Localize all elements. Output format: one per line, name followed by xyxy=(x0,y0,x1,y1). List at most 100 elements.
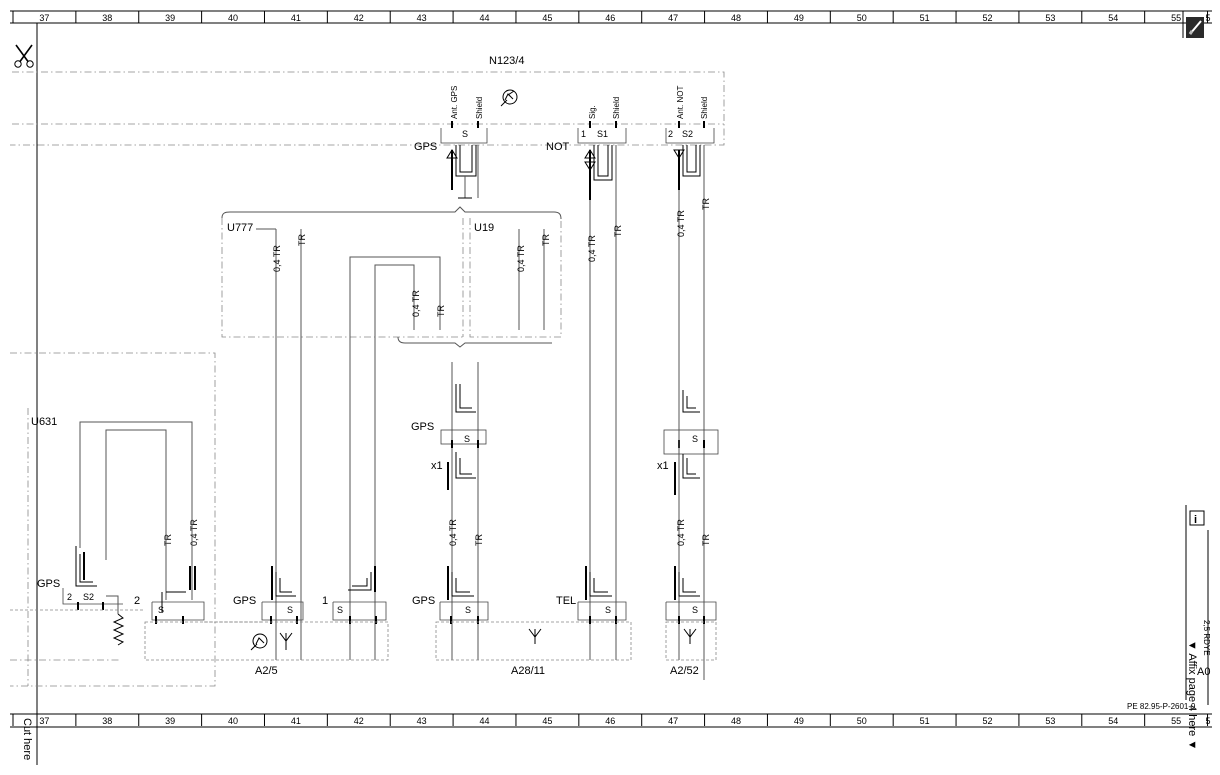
info-icon[interactable]: i xyxy=(1189,510,1205,526)
wire-label: 0,4 TR xyxy=(587,235,597,262)
x1-gps-x1: x1 xyxy=(431,460,443,472)
ruler-column-number: 50 xyxy=(857,716,867,726)
ruler-column-number: 46 xyxy=(605,13,615,23)
conn-1-label: 1 xyxy=(322,595,328,607)
ruler-column-number: 41 xyxy=(291,716,301,726)
conn-2-label: 2 xyxy=(134,595,140,607)
ruler-column-number: 54 xyxy=(1108,716,1118,726)
wire-label: TR xyxy=(613,225,623,237)
wire-label: 0,4 TR xyxy=(676,519,686,546)
gps-receiver-icon xyxy=(250,633,268,651)
ruler-column-number: 43 xyxy=(417,716,427,726)
u631-pin-2: 2 xyxy=(67,592,72,602)
pin-shield-3: Shield xyxy=(700,97,709,119)
gps-receiver-icon xyxy=(500,89,518,107)
n123-pin-stubs xyxy=(451,121,705,128)
ruler-column-number: 37 xyxy=(39,13,49,23)
ruler-column-number: 48 xyxy=(731,716,741,726)
ruler-column-number: 41 xyxy=(291,13,301,23)
conn-2-s: S xyxy=(158,605,164,615)
wire-label: 0,4 TR xyxy=(411,290,421,317)
wire-label: TR xyxy=(297,234,307,246)
antenna-icon xyxy=(279,628,697,650)
tel-s: S xyxy=(605,605,611,615)
n123-label: N123/4 xyxy=(489,55,524,67)
ruler-column-number: 37 xyxy=(39,716,49,726)
pin-ant-not: Ant. NOT xyxy=(676,86,685,119)
ruler-column-number: 45 xyxy=(542,13,552,23)
n123-pin-headers: Ant. GPS Shield Sig. Shield Ant. NOT Shi… xyxy=(450,86,709,119)
ruler-column-number: 39 xyxy=(165,13,175,23)
n123-not-port-label: NOT xyxy=(546,141,570,153)
ruler-column-number: 54 xyxy=(1108,13,1118,23)
u777-u19-bracket-bottom xyxy=(397,336,552,348)
x1-coupler-a2-52: S x1 xyxy=(657,380,719,660)
ruler-column-number: 44 xyxy=(480,13,490,23)
a28-11-box xyxy=(435,621,632,661)
bottom-connectors: 2 S GPS S 1 S GPS S TEL xyxy=(134,566,717,624)
rdye-wire-label: 2,5 RDYE xyxy=(1202,620,1211,656)
ruler-column-number: 5 xyxy=(1205,13,1210,23)
svg-text:i: i xyxy=(1194,514,1197,526)
u631-wiring: GPS 2 S2 xyxy=(37,421,193,646)
wire-labels-upper: 0,4 TR TR 0,4 TR TR 0,4 TR TR 0,4 TR TR … xyxy=(272,198,711,317)
a2-5-box xyxy=(144,621,389,661)
scissors-icon xyxy=(14,44,34,68)
u777-outline xyxy=(221,218,463,338)
n123-coax-not xyxy=(584,145,617,660)
x1-coupler-gps: GPS S x1 xyxy=(411,362,487,660)
ruler-column-number: 50 xyxy=(857,13,867,23)
pin-shield-1: Shield xyxy=(475,97,484,119)
affix-page-note: ▼ Affix page 4 here ▼ xyxy=(1186,640,1198,750)
a2811-gps-label: GPS xyxy=(412,595,435,607)
x1-gps-label: GPS xyxy=(411,421,434,433)
ruler-column-number: 52 xyxy=(982,716,992,726)
u777-label: U777 xyxy=(227,222,253,234)
conn-1-s: S xyxy=(337,605,343,615)
ruler-column-number: 55 xyxy=(1171,13,1181,23)
wire-label: 0,4 TR xyxy=(676,210,686,237)
pen-icon xyxy=(1186,17,1204,38)
ruler-column-number: 49 xyxy=(794,13,804,23)
u631-gps: GPS xyxy=(37,578,60,590)
n123-coax-gps xyxy=(446,145,479,199)
a25-gps-label: GPS xyxy=(233,595,256,607)
a25-s: S xyxy=(287,605,293,615)
u777-u19-bracket-top xyxy=(221,206,562,220)
ruler-column-number: 51 xyxy=(920,13,930,23)
ruler-column-number: 53 xyxy=(1045,13,1055,23)
ruler-column-number: 45 xyxy=(542,716,552,726)
pin-sig: Sig. xyxy=(588,105,597,119)
n123-connector-shells xyxy=(440,128,715,144)
x1-gps-s: S xyxy=(464,434,470,444)
ruler-column-number: 42 xyxy=(354,13,364,23)
cut-here-note: Cut here xyxy=(21,718,33,760)
wire-label: TR xyxy=(474,534,484,546)
pin-ant-gps: Ant. GPS xyxy=(450,86,459,119)
n123-pin-s2: S2 xyxy=(682,129,693,139)
ruler-column-number: 44 xyxy=(480,716,490,726)
ruler-column-number: 47 xyxy=(668,13,678,23)
a252-s: S xyxy=(692,605,698,615)
u631-outer-outline xyxy=(10,352,216,687)
wire-labels-lower: TR 0,4 TR 0,4 TR TR 0,4 TR TR xyxy=(163,519,711,546)
u19-outline xyxy=(469,218,562,338)
tel-label: TEL xyxy=(556,595,576,607)
ruler-column-number: 55 xyxy=(1171,716,1181,726)
wire-label: TR xyxy=(436,305,446,317)
ruler-column-number: 43 xyxy=(417,13,427,23)
u631-pin-s2: S2 xyxy=(83,592,94,602)
n123-module-outline xyxy=(10,71,725,146)
n123-pin-s: S xyxy=(462,129,468,139)
x1-a252-x1: x1 xyxy=(657,460,669,472)
ruler-column-number: 5 xyxy=(1205,716,1210,726)
a2-52-box xyxy=(665,621,717,661)
ao-label: A0 xyxy=(1197,666,1210,678)
wire-label: 0,4 TR xyxy=(516,245,526,272)
ruler-column-number: 47 xyxy=(668,716,678,726)
x1-a252-s: S xyxy=(692,434,698,444)
ruler-column-number: 49 xyxy=(794,716,804,726)
